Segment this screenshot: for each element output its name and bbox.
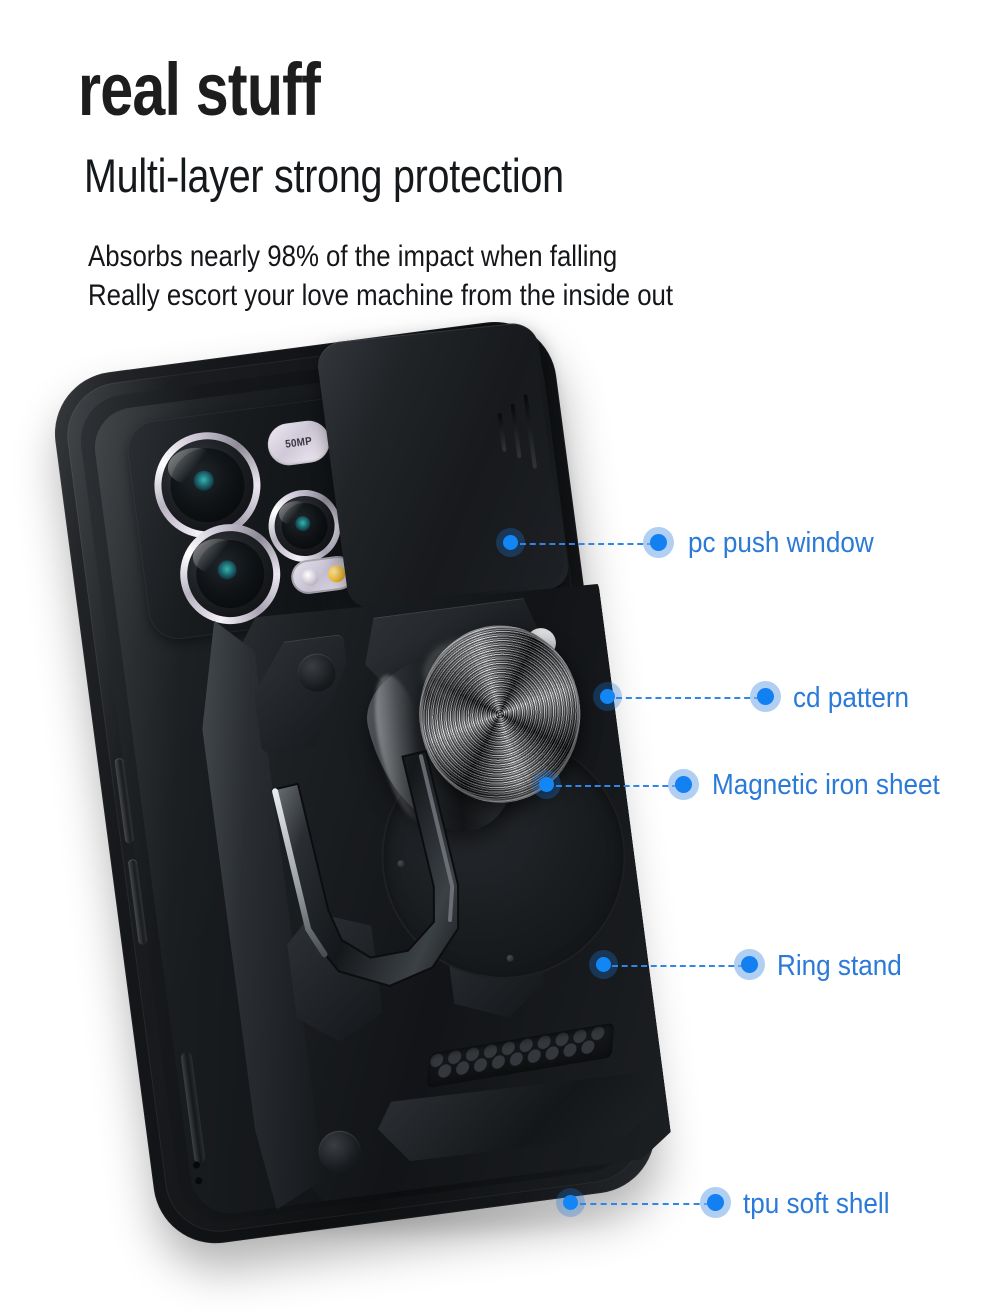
callout-label-tpu-soft-shell: tpu soft shell: [743, 1188, 890, 1220]
callout-source-dot[interactable]: [600, 689, 615, 704]
body-text-line-2: Really escort your love machine from the…: [88, 279, 674, 312]
megapixel-badge-label: 50MP: [284, 435, 313, 451]
ring-stand-edge-shine: [418, 754, 455, 923]
callout-label-magnetic-iron-sheet: Magnetic iron sheet: [712, 769, 940, 801]
flash-led-amber: [326, 563, 347, 583]
ring-stand-loop[interactable]: [254, 743, 510, 1032]
callout-leader-line: [556, 785, 678, 787]
callout-leader-line: [616, 697, 760, 699]
camera-slider-cover[interactable]: [314, 320, 571, 610]
callout-source-dot[interactable]: [539, 777, 554, 792]
slider-face: [319, 325, 567, 606]
callout-label-pc-push-window: pc push window: [688, 527, 874, 559]
callout-leader-line: [520, 543, 653, 545]
body-text-line-1: Absorbs nearly 98% of the impact when fa…: [88, 240, 618, 273]
callout-source-dot[interactable]: [563, 1195, 578, 1210]
callout-source-dot[interactable]: [503, 535, 518, 550]
callout-leader-line: [612, 965, 744, 967]
callout-label-ring-stand: Ring stand: [777, 950, 902, 982]
callout-end-dot[interactable]: [650, 534, 667, 551]
page-headline: real stuff: [78, 48, 321, 131]
callout-end-dot[interactable]: [707, 1194, 724, 1211]
flash-led-white: [300, 567, 320, 587]
megapixel-badge: 50MP: [265, 418, 333, 468]
ring-stand-edge-highlight: [272, 788, 328, 958]
callout-end-dot[interactable]: [675, 776, 692, 793]
phone-case-product: 50MP: [39, 302, 712, 1267]
callout-end-dot[interactable]: [741, 956, 758, 973]
callout-source-dot[interactable]: [596, 957, 611, 972]
magnet-stud: [506, 954, 515, 963]
page-subheadline: Multi-layer strong protection: [84, 149, 564, 202]
ring-stand-band: [271, 749, 460, 987]
callout-end-dot[interactable]: [757, 688, 774, 705]
callout-label-cd-pattern: cd pattern: [793, 682, 910, 714]
callout-leader-line: [580, 1203, 710, 1205]
